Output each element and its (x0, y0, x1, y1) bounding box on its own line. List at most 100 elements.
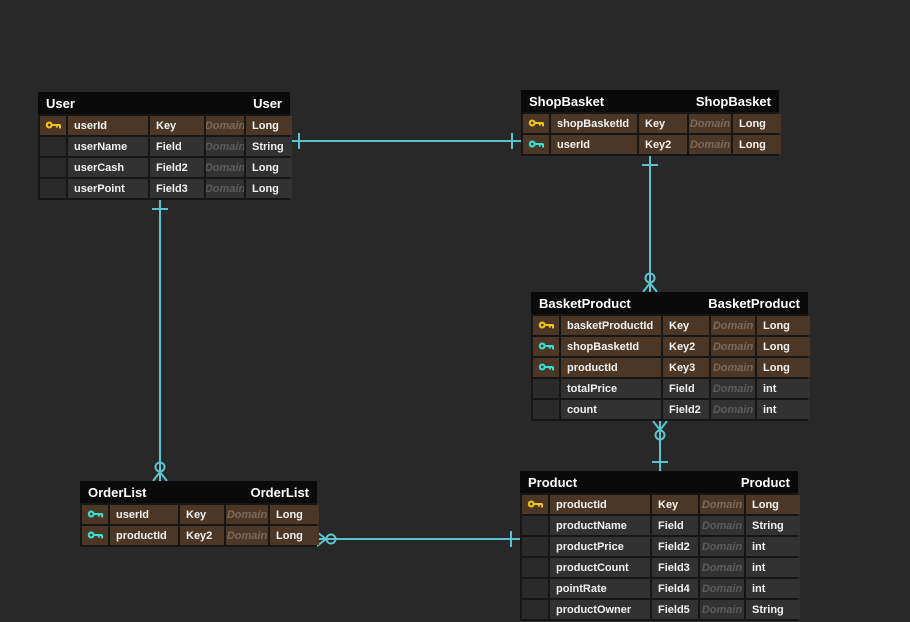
foreign-key-icon (87, 510, 103, 518)
relation-user-orderlist[interactable] (152, 200, 168, 482)
column-field: Key2 (639, 135, 687, 154)
table-logical-name: User (46, 95, 75, 111)
column-name: productOwner (550, 600, 650, 619)
key-icon-cell (533, 337, 559, 356)
column-data-type: String (746, 516, 800, 535)
column-data-type: Long (733, 135, 781, 154)
column-field: Field3 (652, 558, 698, 577)
column-name: userCash (68, 158, 148, 177)
primary-key-icon (528, 119, 544, 127)
column-data-type: Long (270, 526, 319, 545)
relation-user-shopbasket[interactable] (290, 133, 521, 149)
column-name: userId (110, 505, 178, 524)
relation-shopbasket-basketproduct[interactable] (642, 156, 658, 293)
key-icon-cell (533, 379, 559, 398)
column-field: Key3 (663, 358, 709, 377)
key-icon-cell (40, 158, 66, 177)
column-name: totalPrice (561, 379, 661, 398)
table-header[interactable]: User User (38, 92, 290, 114)
column-field: Key2 (180, 526, 224, 545)
relation-product-basketproduct[interactable] (652, 420, 668, 471)
key-icon-cell (82, 505, 108, 524)
column-field: Field4 (652, 579, 698, 598)
key-icon-cell (523, 114, 549, 133)
column-name: productCount (550, 558, 650, 577)
column-field: Field (150, 137, 204, 156)
column-domain: Domain (700, 558, 744, 577)
key-icon-cell (522, 579, 548, 598)
column-data-type: Long (757, 337, 810, 356)
key-icon-cell (40, 137, 66, 156)
column-name: productName (550, 516, 650, 535)
column-name: count (561, 400, 661, 419)
primary-key-icon (45, 121, 61, 129)
column-name: pointRate (550, 579, 650, 598)
column-field: Key (180, 505, 224, 524)
column-name: userId (68, 116, 148, 135)
column-field: Field3 (150, 179, 204, 198)
column-domain: Domain (711, 337, 755, 356)
key-icon-cell (82, 526, 108, 545)
column-name: basketProductId (561, 316, 661, 335)
key-icon-cell (40, 116, 66, 135)
column-domain: Domain (711, 379, 755, 398)
relation-product-orderlist[interactable] (316, 531, 520, 547)
column-domain: Domain (689, 114, 731, 133)
column-data-type: Long (757, 316, 810, 335)
column-field: Key (639, 114, 687, 133)
column-data-type: int (757, 379, 810, 398)
column-domain: Domain (206, 158, 244, 177)
column-field: Key (663, 316, 709, 335)
key-icon-cell (533, 316, 559, 335)
column-domain: Domain (700, 600, 744, 619)
foreign-key-icon (528, 140, 544, 148)
column-field: Field2 (150, 158, 204, 177)
foreign-key-icon (538, 342, 554, 350)
column-name: productId (561, 358, 661, 377)
table-physical-name: User (253, 95, 282, 111)
table-physical-name: ShopBasket (695, 93, 771, 109)
key-icon-cell (522, 600, 548, 619)
column-data-type: Long (270, 505, 319, 524)
key-icon-cell (522, 495, 548, 514)
column-data-type: Long (246, 158, 292, 177)
column-data-type: Long (757, 358, 810, 377)
column-field: Field2 (663, 400, 709, 419)
column-domain: Domain (206, 179, 244, 198)
primary-key-icon (538, 321, 554, 329)
column-data-type: Long (733, 114, 781, 133)
column-data-type: String (746, 600, 800, 619)
key-icon-cell (533, 358, 559, 377)
column-data-type: Long (746, 495, 800, 514)
column-name: userName (68, 137, 148, 156)
